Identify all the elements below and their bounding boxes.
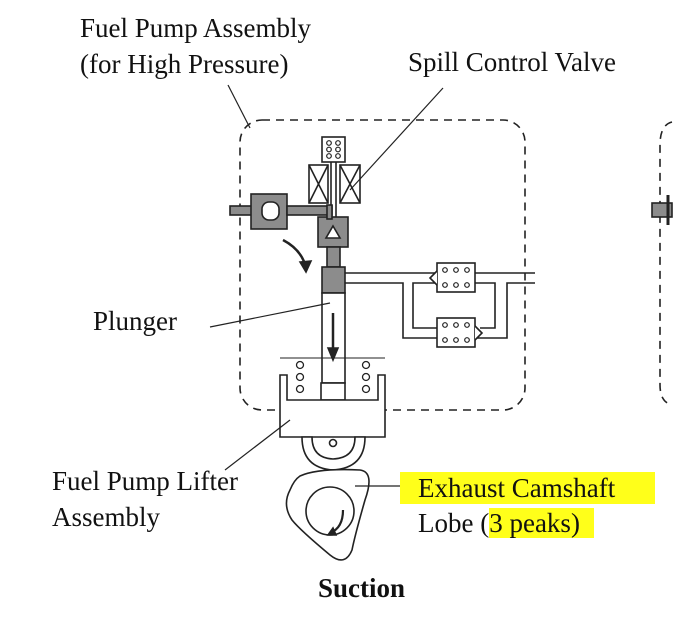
fuel-outlet [345,262,535,348]
label-fuel-pump-assembly: Fuel Pump Assembly [80,13,312,43]
pump-assembly-boundary [239,119,526,411]
plunger [320,292,346,401]
label-camshaft-peaks: 3 peaks) [489,508,594,538]
label-spill-control-valve: Spill Control Valve [408,47,617,77]
label-fuel-pump-lifter: Fuel Pump Lifter [52,466,238,496]
diagram-caption: Suction [318,573,406,603]
lifter-roller [301,436,366,471]
fuel-inlet [229,193,349,294]
label-camshaft-lobe: Lobe (3 peaks) [418,507,594,539]
spring [295,360,371,394]
label-exhaust-camshaft: Exhaust Camshaft [400,472,656,504]
label-camshaft-lobe-text: Lobe ( [418,508,490,538]
label-plunger: Plunger [93,306,177,336]
exhaust-camshaft-lobe [285,468,370,561]
adjacent-pump-boundary [659,121,673,406]
label-fuel-pump-assembly-sub: (for High Pressure) [80,49,289,79]
fuel-pump-lifter [279,374,386,438]
label-fuel-pump-lifter-sub: Assembly [52,502,160,532]
